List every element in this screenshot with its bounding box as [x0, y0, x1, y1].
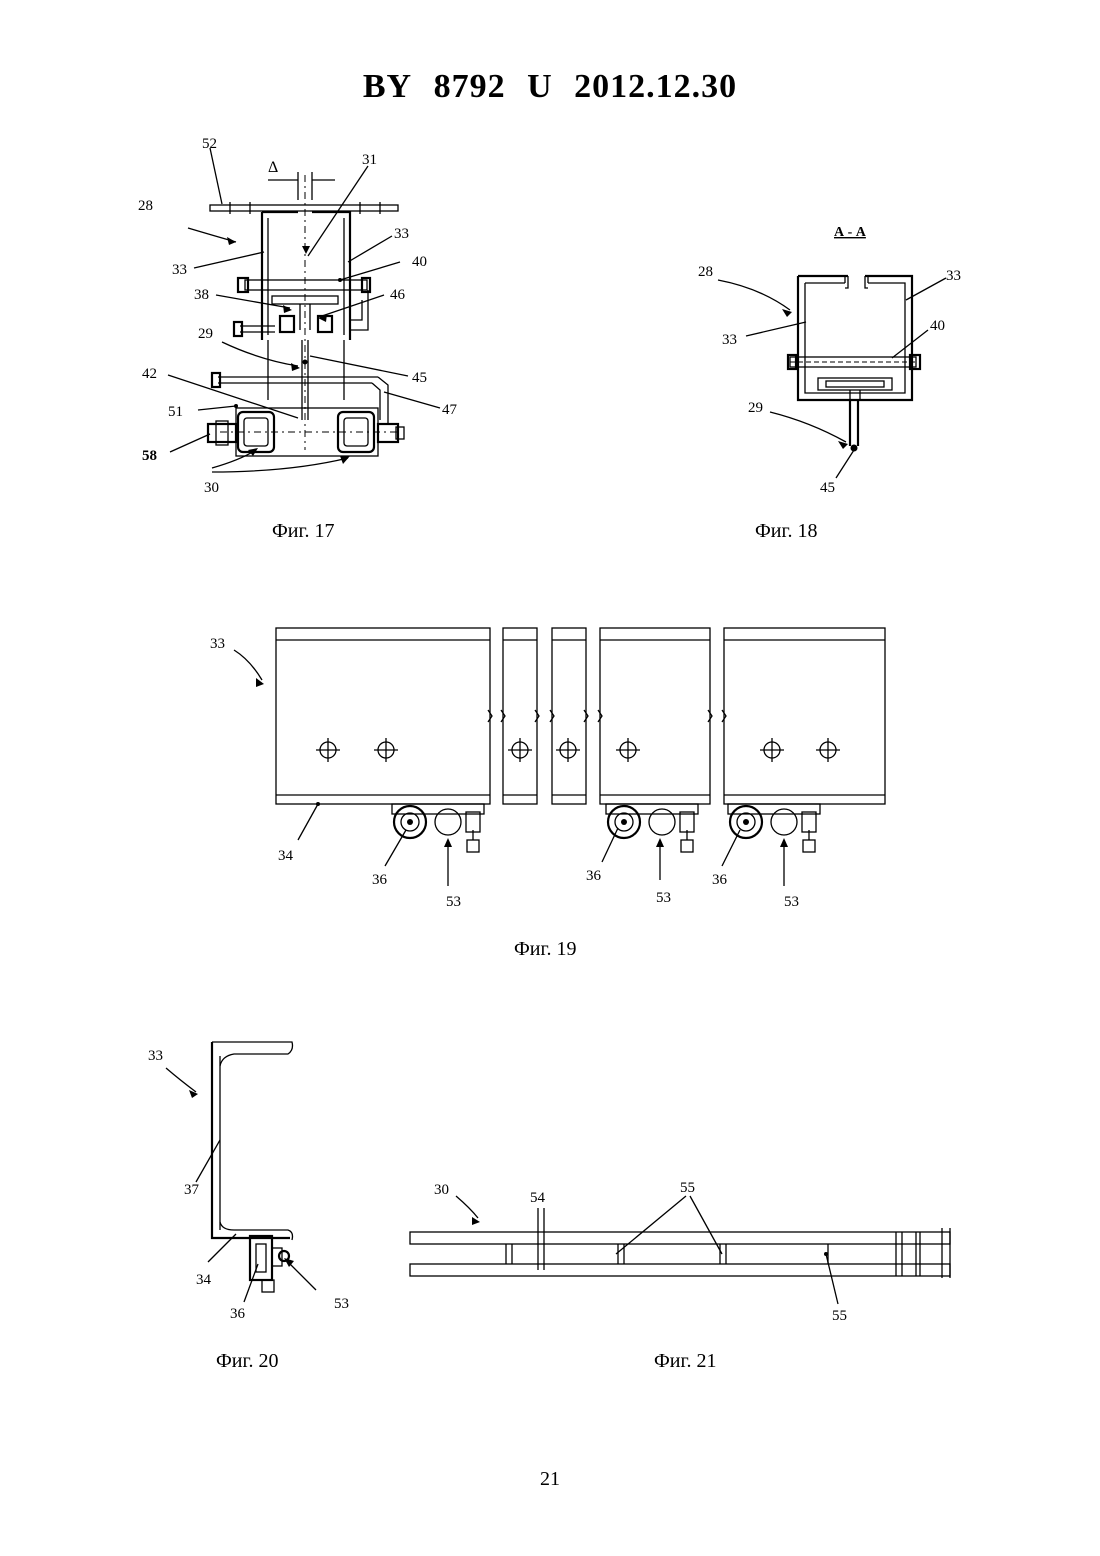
label-33: 33: [148, 1048, 163, 1064]
label-29: 29: [198, 326, 213, 342]
label-34: 34: [278, 848, 294, 864]
label-53: 53: [784, 894, 799, 910]
label-33-left: 33: [172, 262, 187, 278]
page-number: 21: [0, 1468, 1100, 1491]
doc-kind: U: [527, 68, 553, 105]
figure-17-caption: Фиг. 17: [272, 520, 334, 543]
bolt-40: [245, 280, 367, 290]
label-52: 52: [202, 136, 217, 152]
label-28: 28: [138, 198, 153, 214]
label-33-right: 33: [946, 268, 961, 284]
label-45: 45: [412, 370, 427, 386]
label-53: 53: [656, 890, 671, 906]
roller-assembly: [606, 804, 698, 852]
label-34: 34: [196, 1272, 212, 1288]
label-30: 30: [434, 1182, 449, 1198]
label-36: 36: [712, 872, 728, 888]
label-38: 38: [194, 287, 209, 303]
label-51: 51: [168, 404, 183, 420]
profile-segment: [276, 628, 490, 804]
label-42: 42: [142, 366, 157, 382]
label-36: 36: [230, 1306, 246, 1322]
label-55-bottom: 55: [832, 1308, 847, 1324]
figure-20-caption: Фиг. 20: [216, 1350, 278, 1373]
mounting-plate: [210, 205, 398, 211]
c-profile: [262, 212, 350, 340]
c-profile-side: [212, 1042, 290, 1238]
rail-top: [410, 1232, 950, 1244]
doc-number: 8792: [434, 68, 506, 105]
doc-date: 2012.12.30: [574, 68, 737, 105]
figure-20-drawing: 33 37 34 36 53: [130, 1030, 380, 1330]
profile-segment: [600, 628, 710, 804]
label-33-left: 33: [722, 332, 737, 348]
figure-21-caption: Фиг. 21: [654, 1350, 716, 1373]
label-36: 36: [372, 872, 388, 888]
figure-18-drawing: А - А 28 33 33 40 29 45: [690, 215, 980, 500]
figure-18-caption: Фиг. 18: [755, 520, 817, 543]
section-title: А - А: [834, 225, 867, 240]
figure-17-drawing: Δ 52 31 28 33 33: [120, 130, 480, 510]
roller-assembly: [728, 804, 820, 852]
figure-21-drawing: 30 54 55 55: [400, 1170, 970, 1330]
label-33-right: 33: [394, 226, 409, 242]
label-46: 46: [390, 287, 406, 303]
profile-segment: [724, 628, 885, 804]
label-28: 28: [698, 264, 713, 280]
label-36: 36: [586, 868, 602, 884]
profile-segment: [552, 628, 586, 804]
roller-assembly: [392, 804, 484, 852]
label-31: 31: [362, 152, 377, 168]
label-40: 40: [930, 318, 945, 334]
label-29: 29: [748, 400, 763, 416]
label-30: 30: [204, 480, 219, 496]
label-55-top: 55: [680, 1180, 695, 1196]
doc-prefix: BY: [363, 68, 412, 105]
figure-19-drawing: 33 34 36 53 36 53 36 53: [200, 620, 900, 915]
label-58: 58: [142, 448, 157, 464]
figure-19-caption: Фиг. 19: [514, 938, 576, 961]
label-47: 47: [442, 402, 458, 418]
label-53: 53: [446, 894, 461, 910]
label-53: 53: [334, 1296, 349, 1312]
document-header: BY 8792 U 2012.12.30: [0, 68, 1100, 106]
rail-bottom: [410, 1264, 950, 1276]
label-37: 37: [184, 1182, 200, 1198]
label-54: 54: [530, 1190, 546, 1206]
label-33: 33: [210, 636, 225, 652]
label-45: 45: [820, 480, 835, 496]
delta-symbol: Δ: [268, 159, 278, 176]
roller-36: [250, 1236, 272, 1280]
label-40: 40: [412, 254, 427, 270]
profile-segment: [503, 628, 537, 804]
